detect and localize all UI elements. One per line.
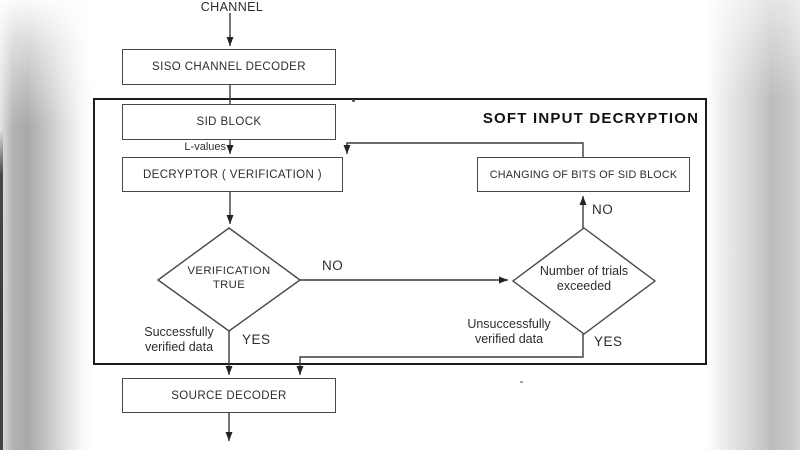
changing-of-bits-box: CHANGING OF BITS OF SID BLOCK <box>477 157 690 192</box>
verification-line1: VERIFICATION <box>187 265 271 277</box>
verification-true-text: VERIFICATION TRUE <box>169 264 289 292</box>
successfully-verified-data-label: Successfully verified data <box>128 325 230 355</box>
trials-line2: exceeded <box>556 279 612 293</box>
siso-channel-decoder-box: SISO CHANNEL DECODER <box>122 49 336 85</box>
soft-input-decryption-title: SOFT INPUT DECRYPTION <box>482 110 700 127</box>
speck-artifact-bottom <box>520 381 523 383</box>
soft-input-decryption-boundary <box>93 98 707 365</box>
yes-label-verification: YES <box>242 332 271 347</box>
edge-changing-to-decryptor-feedback <box>343 142 584 157</box>
yes-label-trials: YES <box>594 334 623 349</box>
sid-block-label: SID BLOCK <box>196 116 262 128</box>
no-label-trials: NO <box>592 202 614 217</box>
no-label-verification: NO <box>322 258 344 273</box>
right-gradient-band <box>706 0 800 450</box>
source-decoder-label: SOURCE DECODER <box>171 389 287 402</box>
decryptor-verification-label: DECRYPTOR ( VERIFICATION ) <box>142 168 323 181</box>
left-edge-shadow <box>0 130 3 450</box>
left-gradient-band <box>0 0 92 450</box>
success-line1: Successfully <box>144 325 214 339</box>
unsuccess-line2: verified data <box>474 332 544 346</box>
verification-line2: TRUE <box>212 279 246 291</box>
trials-line1: Number of trials <box>539 264 629 278</box>
l-values-label: L-values <box>184 141 226 153</box>
success-line2: verified data <box>144 340 214 354</box>
speck-artifact-top <box>352 99 355 102</box>
edge-trials-yes-to-source <box>296 334 584 375</box>
channel-label: CHANNEL <box>200 0 264 14</box>
changing-of-bits-label: CHANGING OF BITS OF SID BLOCK <box>489 168 678 181</box>
verification-true-diamond <box>156 227 302 332</box>
unsuccess-line1: Unsuccessfully <box>467 317 551 331</box>
number-of-trials-text: Number of trials exceeded <box>524 264 644 294</box>
sid-block-box: SID BLOCK <box>122 104 336 140</box>
siso-channel-decoder-label: SISO CHANNEL DECODER <box>152 61 306 73</box>
source-decoder-box: SOURCE DECODER <box>122 378 336 413</box>
unsuccessfully-verified-data-label: Unsuccessfully verified data <box>452 317 566 347</box>
number-of-trials-diamond <box>511 227 657 335</box>
decryptor-verification-box: DECRYPTOR ( VERIFICATION ) <box>122 157 343 192</box>
